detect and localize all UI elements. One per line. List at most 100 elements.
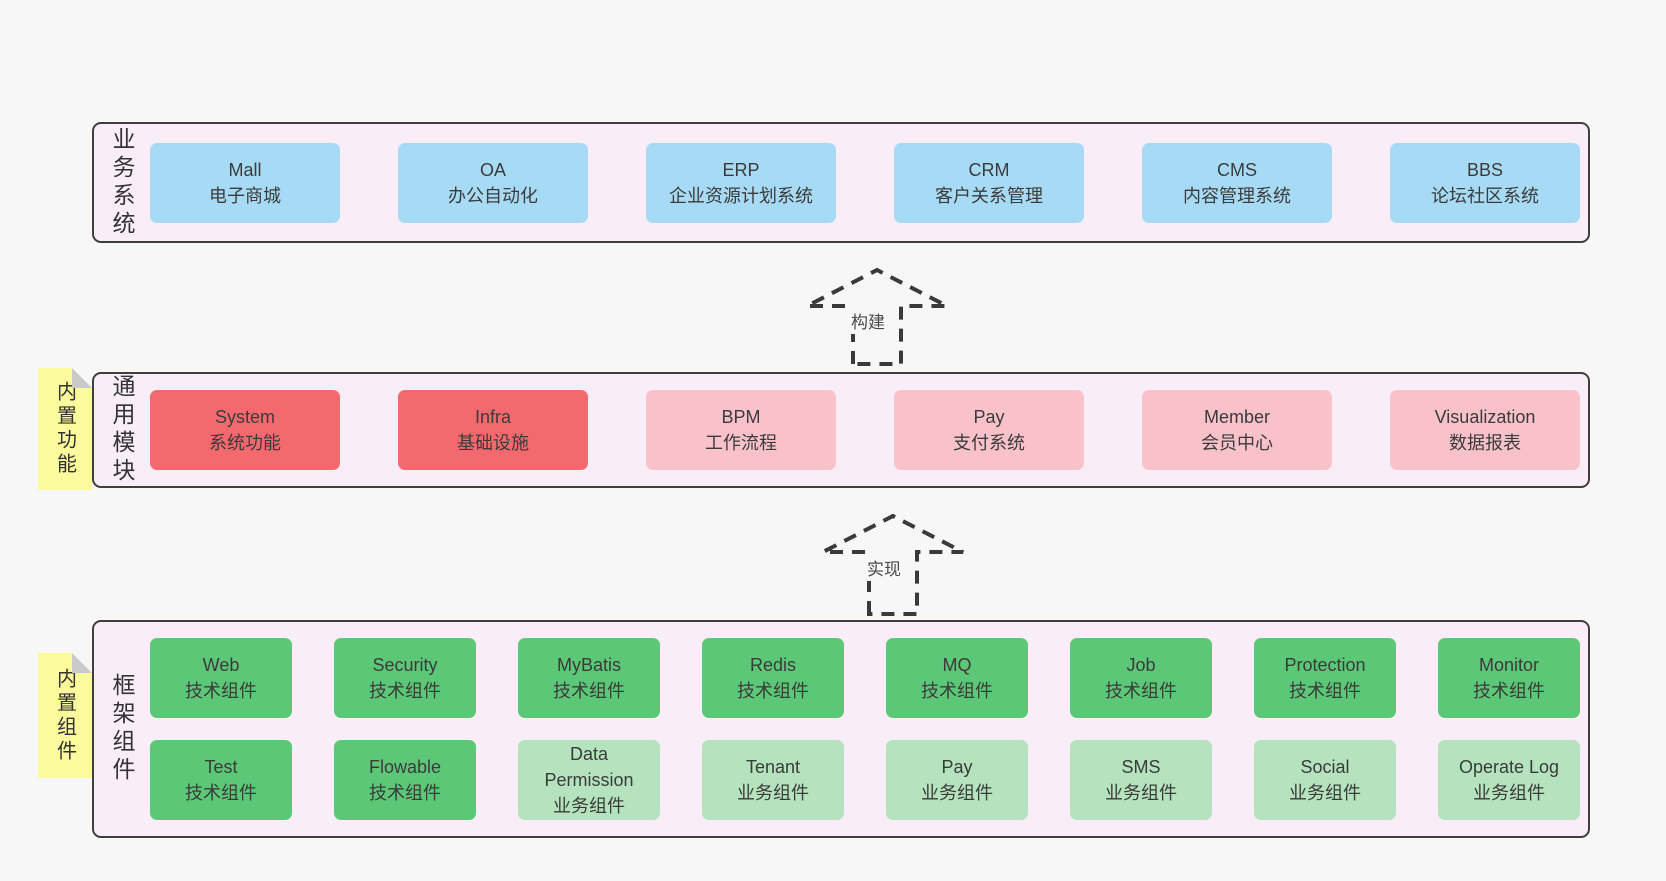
box-tenant: Tenant 业务组件 [702, 740, 844, 820]
folded-corner-icon [72, 368, 92, 388]
folded-corner-icon [72, 653, 92, 673]
box-title: Member [1203, 407, 1270, 427]
box-subtitle: 技术组件 [185, 681, 257, 701]
box-subtitle: 业务组件 [737, 783, 809, 803]
box-subtitle: 电子商城 [209, 185, 281, 206]
box-title: MyBatis [556, 655, 621, 675]
box-subtitle: 会员中心 [1201, 433, 1273, 453]
box-crm: CRM 客户关系管理 [894, 142, 1084, 223]
box-title: Test [204, 757, 238, 777]
box-title: CRM [968, 159, 1010, 180]
box-cms: CMS 内容管理系统 [1142, 142, 1332, 223]
box-title: Job [1126, 655, 1156, 675]
box-title: System [214, 407, 275, 427]
module-boxes: System 系统功能 Infra 基础设施 BPM 工作流程 Pay 支付系统… [150, 374, 1588, 486]
box-subtitle: 技术组件 [185, 783, 257, 803]
box-title: ERP [722, 159, 760, 180]
box-subtitle: 论坛社区系统 [1431, 185, 1539, 206]
box-subtitle: 系统功能 [209, 433, 281, 453]
build-arrow-icon [806, 267, 948, 366]
box-data-permission: Data Permission 业务组件 [518, 740, 660, 820]
box-sms: SMS 业务组件 [1070, 740, 1212, 820]
component-row-2: Test 技术组件 Flowable 技术组件 Data Permission … [150, 740, 1580, 820]
layer-business-label: 业务系统 [109, 126, 135, 239]
box-system: System 系统功能 [150, 390, 340, 470]
box-title: Monitor [1478, 655, 1540, 675]
box-title: Visualization [1434, 407, 1536, 427]
box-title: BBS [1466, 159, 1504, 180]
box-mall: Mall 电子商城 [150, 142, 340, 223]
layer-components-label: 框架组件 [109, 673, 135, 785]
box-subtitle: 业务组件 [921, 783, 993, 803]
box-subtitle: 基础设施 [457, 433, 529, 453]
box-pay-system: Pay 支付系统 [894, 390, 1084, 470]
sticky-text: 内置功能 [53, 381, 76, 477]
box-subtitle: 业务组件 [1289, 783, 1361, 803]
box-member: Member 会员中心 [1142, 390, 1332, 470]
box-title: Pay [941, 757, 973, 777]
box-security: Security 技术组件 [334, 638, 476, 718]
box-subtitle: 业务组件 [1105, 783, 1177, 803]
box-subtitle: 支付系统 [953, 433, 1025, 453]
box-title: MQ [942, 655, 972, 675]
box-title: BPM [721, 407, 761, 427]
box-subtitle: 企业资源计划系统 [669, 185, 813, 206]
box-title: SMS [1121, 757, 1161, 777]
box-subtitle: 技术组件 [369, 783, 441, 803]
box-title: Mall [228, 159, 262, 180]
sticky-text: 内置组件 [53, 667, 76, 764]
box-mybatis: MyBatis 技术组件 [518, 638, 660, 718]
component-boxes: Web 技术组件 Security 技术组件 MyBatis 技术组件 Redi… [150, 622, 1588, 836]
layer-common-modules: 通用模块 System 系统功能 Infra 基础设施 BPM 工作流程 Pay… [92, 372, 1590, 488]
box-web: Web 技术组件 [150, 638, 292, 718]
box-subtitle: 技术组件 [921, 681, 993, 701]
box-monitor: Monitor 技术组件 [1438, 638, 1580, 718]
box-subtitle: 业务组件 [553, 796, 625, 816]
sticky-builtin-functions: 内置功能 [38, 368, 92, 490]
box-subtitle: 技术组件 [1289, 681, 1361, 701]
box-subtitle: 业务组件 [1473, 783, 1545, 803]
box-subtitle: 技术组件 [737, 681, 809, 701]
implement-arrow-label: 实现 [862, 554, 906, 581]
box-social: Social 业务组件 [1254, 740, 1396, 820]
box-subtitle: 工作流程 [705, 433, 777, 453]
box-title: Operate Log [1458, 757, 1560, 777]
box-title: Redis [749, 655, 797, 675]
box-operate-log: Operate Log 业务组件 [1438, 740, 1580, 820]
layer-framework-components: 框架组件 Web 技术组件 Security 技术组件 MyBatis 技术组件… [92, 620, 1590, 838]
box-subtitle: 客户关系管理 [935, 185, 1043, 206]
box-infra: Infra 基础设施 [398, 390, 588, 470]
box-subtitle: 技术组件 [369, 681, 441, 701]
box-visualization: Visualization 数据报表 [1390, 390, 1580, 470]
box-test: Test 技术组件 [150, 740, 292, 820]
box-title: Tenant [745, 757, 801, 777]
box-erp: ERP 企业资源计划系统 [646, 142, 836, 223]
box-title: Flowable [368, 757, 442, 777]
box-title: Web [202, 655, 240, 675]
box-subtitle: 办公自动化 [448, 185, 538, 206]
business-boxes: Mall 电子商城 OA 办公自动化 ERP 企业资源计划系统 CRM 客户关系… [150, 124, 1588, 241]
box-subtitle: 数据报表 [1449, 433, 1521, 453]
box-title: CMS [1217, 159, 1257, 180]
box-subtitle: 技术组件 [553, 681, 625, 701]
box-mq: MQ 技术组件 [886, 638, 1028, 718]
component-row-1: Web 技术组件 Security 技术组件 MyBatis 技术组件 Redi… [150, 638, 1580, 718]
box-pay-component: Pay 业务组件 [886, 740, 1028, 820]
box-bbs: BBS 论坛社区系统 [1390, 142, 1580, 223]
implement-arrow-icon [822, 513, 964, 616]
layer-modules-label: 通用模块 [109, 374, 135, 486]
box-title: Pay [973, 407, 1005, 427]
box-title: Data Permission [544, 744, 634, 790]
box-subtitle: 技术组件 [1473, 681, 1545, 701]
box-title: Social [1300, 757, 1350, 777]
box-redis: Redis 技术组件 [702, 638, 844, 718]
box-oa: OA 办公自动化 [398, 142, 588, 223]
box-title: Security [372, 655, 438, 675]
box-job: Job 技术组件 [1070, 638, 1212, 718]
box-bpm: BPM 工作流程 [646, 390, 836, 470]
box-subtitle: 技术组件 [1105, 681, 1177, 701]
box-protection: Protection 技术组件 [1254, 638, 1396, 718]
sticky-builtin-components: 内置组件 [38, 653, 92, 778]
box-subtitle: 内容管理系统 [1183, 185, 1291, 206]
build-arrow-label: 构建 [846, 307, 890, 334]
